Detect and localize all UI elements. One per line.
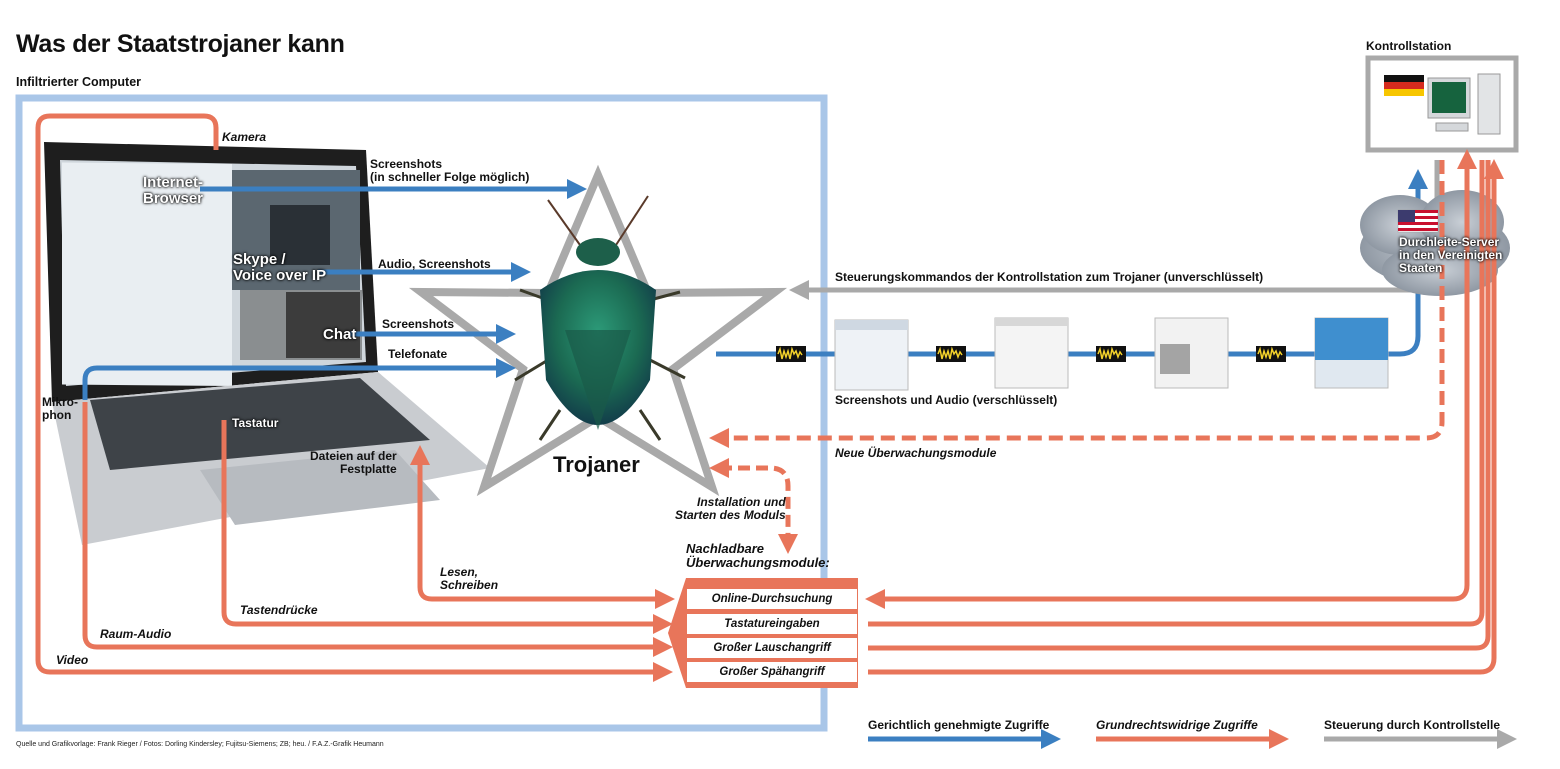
laptop-illustration <box>44 142 490 545</box>
relay-server-label: Durchleite-Server in den Vereinigten Sta… <box>1399 235 1503 275</box>
flow-video <box>35 113 673 682</box>
bug-illustration <box>514 195 686 441</box>
module-eavesdropping: Großer Lauschangriff <box>686 637 858 659</box>
source-credit: Quelle und Grafikvorlage: Frank Rieger /… <box>16 741 384 748</box>
german-flag-icon <box>1384 75 1424 96</box>
keystrokes-label: Tastendrücke <box>240 603 318 617</box>
control-commands-label: Steuerungskommandos der Kontrollstation … <box>835 270 1264 284</box>
trojan-label: Trojaner <box>553 452 640 477</box>
camera-label: Kamera <box>222 130 267 144</box>
keyboard-label: Tastatur <box>232 416 279 430</box>
flow-label-calls: Telefonate <box>388 347 448 361</box>
module-keyboard-input: Tastatureingaben <box>686 613 858 635</box>
legend-unconstitutional: Grundrechtswidrige Zugriffe <box>1096 718 1258 732</box>
module-online-search: Online-Durchsuchung <box>686 588 858 610</box>
files-label: Dateien auf der Festplatte <box>310 449 397 476</box>
flow-label-audio-screenshots: Audio, Screenshots <box>378 257 491 271</box>
browser-label: Internet- Browser <box>143 174 204 207</box>
flow-install-module <box>708 458 798 554</box>
microphone-label: Mikro- phon <box>42 395 78 422</box>
infiltrated-computer-frame <box>15 94 828 732</box>
read-write-label: Lesen, Schreiben <box>440 565 499 592</box>
us-flag-icon <box>1397 209 1439 233</box>
install-label: Installation und Starten des Moduls <box>675 495 786 522</box>
flow-keyboard-output <box>868 160 1485 627</box>
legend-approved: Gerichtlich genehmigte Zugriffe <box>868 718 1050 732</box>
flow-audio-output <box>868 160 1491 651</box>
new-modules-label: Neue Überwachungsmodule <box>835 446 997 460</box>
encrypted-label: Screenshots und Audio (verschlüsselt) <box>835 393 1058 407</box>
flow-label-screenshots-fast: Screenshots (in schneller Folge möglich) <box>370 157 530 184</box>
flow-microphone-calls <box>82 358 516 400</box>
flow-room-audio <box>82 402 673 657</box>
flow-video-output <box>868 159 1504 675</box>
flow-label-screenshots: Screenshots <box>382 317 455 331</box>
flow-online-search-control <box>865 148 1477 609</box>
skype-label: Skype / Voice over IP <box>233 251 327 284</box>
room-audio-label: Raum-Audio <box>100 627 172 641</box>
page-title: Was der Staatstrojaner kann <box>16 30 345 58</box>
computer-icon <box>1427 73 1501 135</box>
flow-read-write <box>410 445 676 609</box>
control-station-label: Kontrollstation <box>1366 39 1452 53</box>
modules-heading: Nachladbare Überwachungsmodule: <box>686 541 830 570</box>
legend-control: Steuerung durch Kontrollstelle <box>1324 718 1501 732</box>
infiltrated-computer-label: Infiltrierter Computer <box>16 75 142 89</box>
video-label: Video <box>56 653 89 667</box>
module-spying: Großer Spähangriff <box>686 661 858 683</box>
flow-keystrokes <box>221 420 673 634</box>
chat-label: Chat <box>323 326 357 343</box>
